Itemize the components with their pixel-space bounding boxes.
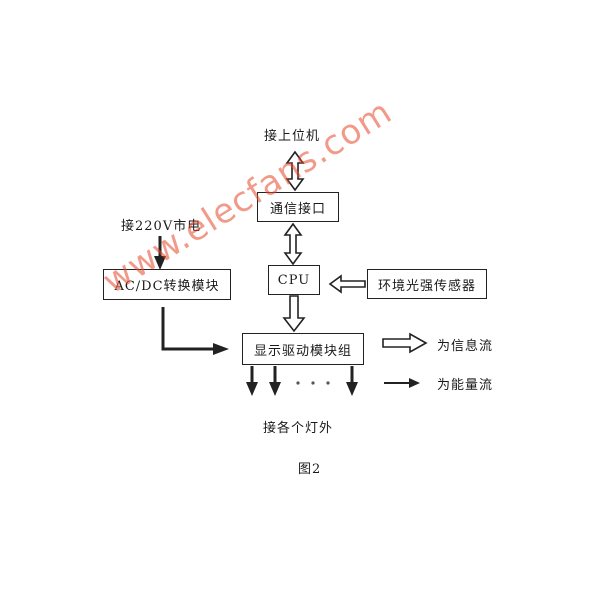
arrow-lamp-2-head <box>269 382 281 396</box>
mains-label: 接220V市电 <box>121 219 202 234</box>
cpu-box: CPU <box>268 265 320 295</box>
arrow-lamp-3-head <box>346 382 358 396</box>
arrow-acdc-driver-head <box>213 343 229 355</box>
ellipsis-dot <box>311 381 315 385</box>
legend-energy-label: 为能量流 <box>437 378 494 393</box>
arrow-cpu-driver <box>282 295 306 333</box>
legend-info-label: 为信息流 <box>437 339 494 354</box>
lamps-label: 接各个灯外 <box>263 421 334 436</box>
ellipsis-dot <box>296 381 300 385</box>
figure-caption: 图2 <box>298 462 322 477</box>
acdc-module-box: AC/DC转换模块 <box>103 269 231 300</box>
arrow-lamp-1-head <box>246 382 258 396</box>
legend-energy-arrow-head <box>409 378 420 388</box>
display-driver-box: 显示驱动模块组 <box>242 333 364 365</box>
arrow-acdc-driver-line <box>161 307 214 351</box>
arrow-host-comm <box>285 150 305 192</box>
ellipsis-dot <box>326 381 330 385</box>
light-sensor-box: 环境光强传感器 <box>367 269 487 299</box>
arrow-mains-acdc-head <box>154 256 166 270</box>
comm-interface-box: 通信接口 <box>257 192 339 222</box>
host-label: 接上位机 <box>264 129 321 144</box>
arrow-sensor-cpu <box>328 274 366 294</box>
arrow-comm-cpu <box>283 222 303 266</box>
legend-info-arrow <box>382 332 428 354</box>
